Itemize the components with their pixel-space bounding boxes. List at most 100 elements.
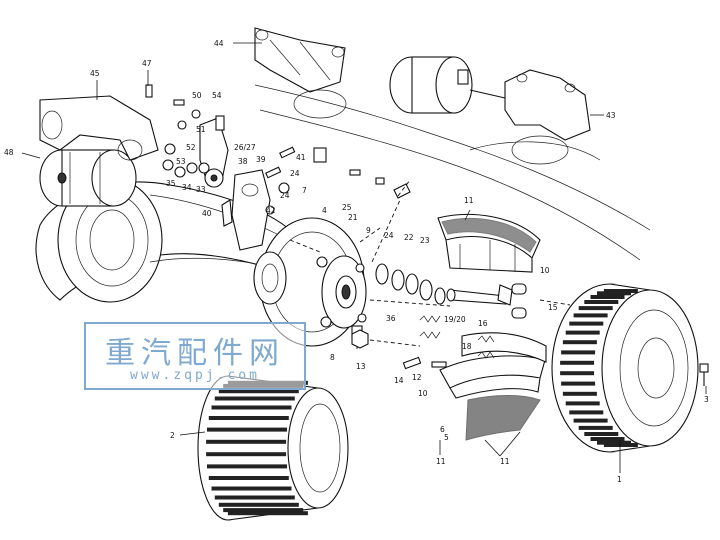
part-label-47: 54 bbox=[212, 91, 222, 100]
part-label-19-20: 19/20 bbox=[444, 315, 466, 324]
brake-drum-left bbox=[197, 375, 349, 521]
site-watermark: 重汽配件网 www.zqpj.com bbox=[84, 322, 306, 390]
part-label-34: 40 bbox=[202, 209, 212, 218]
drum-fin bbox=[227, 511, 308, 516]
part-label-42: 50 bbox=[192, 91, 202, 100]
part-label-14: 13 bbox=[356, 362, 366, 371]
part-label-31: 36 bbox=[386, 314, 396, 323]
part-label-16: 15 bbox=[548, 303, 558, 312]
drum-fin bbox=[573, 418, 608, 423]
part-label-23: 23 bbox=[420, 236, 430, 245]
part-label-2: 2 bbox=[170, 431, 175, 440]
part-label-30: 35 bbox=[166, 179, 176, 188]
drum-fin bbox=[207, 464, 287, 469]
shoe-rollers bbox=[511, 283, 527, 319]
part-label-44: 52 bbox=[186, 143, 196, 152]
drum-fin bbox=[218, 389, 299, 394]
brake-shoe-lower bbox=[439, 332, 547, 441]
bracket-top bbox=[254, 27, 346, 93]
part-label-37: 43 bbox=[606, 111, 616, 120]
drum-fin bbox=[590, 437, 625, 441]
part-label-5: 5 bbox=[444, 433, 449, 442]
drum-fin bbox=[573, 313, 608, 318]
drum-fin bbox=[603, 289, 638, 293]
drum-fin bbox=[214, 495, 295, 500]
axle-housing-right bbox=[254, 84, 651, 261]
drum-fin bbox=[560, 360, 595, 365]
part-label-39: 45 bbox=[90, 69, 100, 78]
brake-chamber-right bbox=[389, 56, 506, 114]
part-label-7: 7 bbox=[302, 186, 307, 195]
part-label-25: 25 bbox=[342, 203, 352, 212]
drum-bolt bbox=[699, 363, 709, 386]
drum-fin bbox=[207, 427, 287, 432]
part-label-28: 33 bbox=[196, 185, 206, 194]
drum-fin bbox=[597, 440, 631, 445]
part-label-9: 9 bbox=[366, 226, 371, 235]
part-label-11a: 11 bbox=[464, 196, 474, 205]
brake-drum-right bbox=[551, 283, 699, 453]
watermark-url: www.zqpj.com bbox=[130, 368, 260, 383]
part-label-24b: 24 bbox=[290, 169, 300, 178]
drum-fin bbox=[597, 291, 631, 296]
part-label-11b: 11 bbox=[500, 457, 510, 466]
hub-spider bbox=[316, 255, 367, 329]
drum-fin bbox=[562, 340, 597, 345]
part-label-18: 18 bbox=[462, 342, 472, 351]
drum-fin bbox=[208, 476, 289, 480]
drum-fin bbox=[211, 486, 292, 491]
part-label-40: 47 bbox=[142, 59, 152, 68]
part-label-17: 16 bbox=[478, 319, 488, 328]
brake-shoe-upper bbox=[437, 213, 541, 273]
part-label-1: 1 bbox=[617, 475, 622, 484]
drum-fin bbox=[206, 452, 287, 457]
drum-fin bbox=[578, 306, 613, 311]
bearings-seals bbox=[375, 263, 446, 305]
part-label-24: 24 bbox=[280, 191, 290, 200]
part-labels: 44 43 45 47 48 50 51 52 53 54 26/27 41 3… bbox=[4, 39, 709, 484]
drum-fin bbox=[214, 396, 295, 401]
part-label-36: 42 bbox=[266, 206, 276, 215]
part-label-10b: 10 bbox=[418, 389, 428, 398]
drum-fin bbox=[565, 401, 600, 406]
part-label-4: 4 bbox=[322, 206, 327, 215]
part-label-38: 44 bbox=[214, 39, 224, 48]
part-label-12: 11 bbox=[436, 457, 446, 466]
bracket-left bbox=[39, 95, 159, 161]
part-label-43: 51 bbox=[196, 125, 206, 134]
part-label-29: 34 bbox=[182, 183, 192, 192]
part-label-6: 6 bbox=[440, 425, 445, 434]
part-label-26-27: 26/27 bbox=[234, 143, 256, 152]
bracket-right bbox=[504, 69, 591, 141]
part-label-8: 8 bbox=[330, 353, 335, 362]
drum-fin bbox=[590, 295, 625, 299]
part-label-24c: 24 bbox=[384, 231, 394, 240]
drum-fin bbox=[584, 432, 619, 436]
small-fasteners bbox=[145, 84, 411, 227]
drum-fin bbox=[206, 439, 287, 444]
drum-fin bbox=[223, 508, 304, 513]
part-label-10: 10 bbox=[540, 266, 550, 275]
drum-fin bbox=[584, 300, 619, 304]
drum-fin bbox=[578, 425, 613, 430]
part-label-3: 3 bbox=[704, 395, 709, 404]
drum-fin bbox=[603, 443, 638, 447]
part-label-32: 38 bbox=[238, 157, 248, 166]
drum-fin bbox=[562, 391, 597, 396]
assembly-axes bbox=[289, 179, 571, 347]
drum-fin bbox=[211, 405, 292, 410]
part-label-35: 41 bbox=[296, 153, 306, 162]
drum-fin bbox=[208, 416, 289, 420]
drum-fin bbox=[561, 350, 596, 355]
part-label-13: 12 bbox=[412, 373, 422, 382]
drum-fin bbox=[561, 381, 596, 386]
part-label-21: 21 bbox=[348, 213, 358, 222]
drum-fin bbox=[569, 321, 604, 326]
drum-fin bbox=[218, 502, 299, 507]
camshaft-bracket bbox=[231, 169, 271, 251]
part-label-22: 22 bbox=[404, 233, 414, 242]
leader-lines bbox=[21, 42, 707, 473]
brake-chamber-left bbox=[39, 149, 137, 207]
return-springs bbox=[402, 315, 495, 370]
